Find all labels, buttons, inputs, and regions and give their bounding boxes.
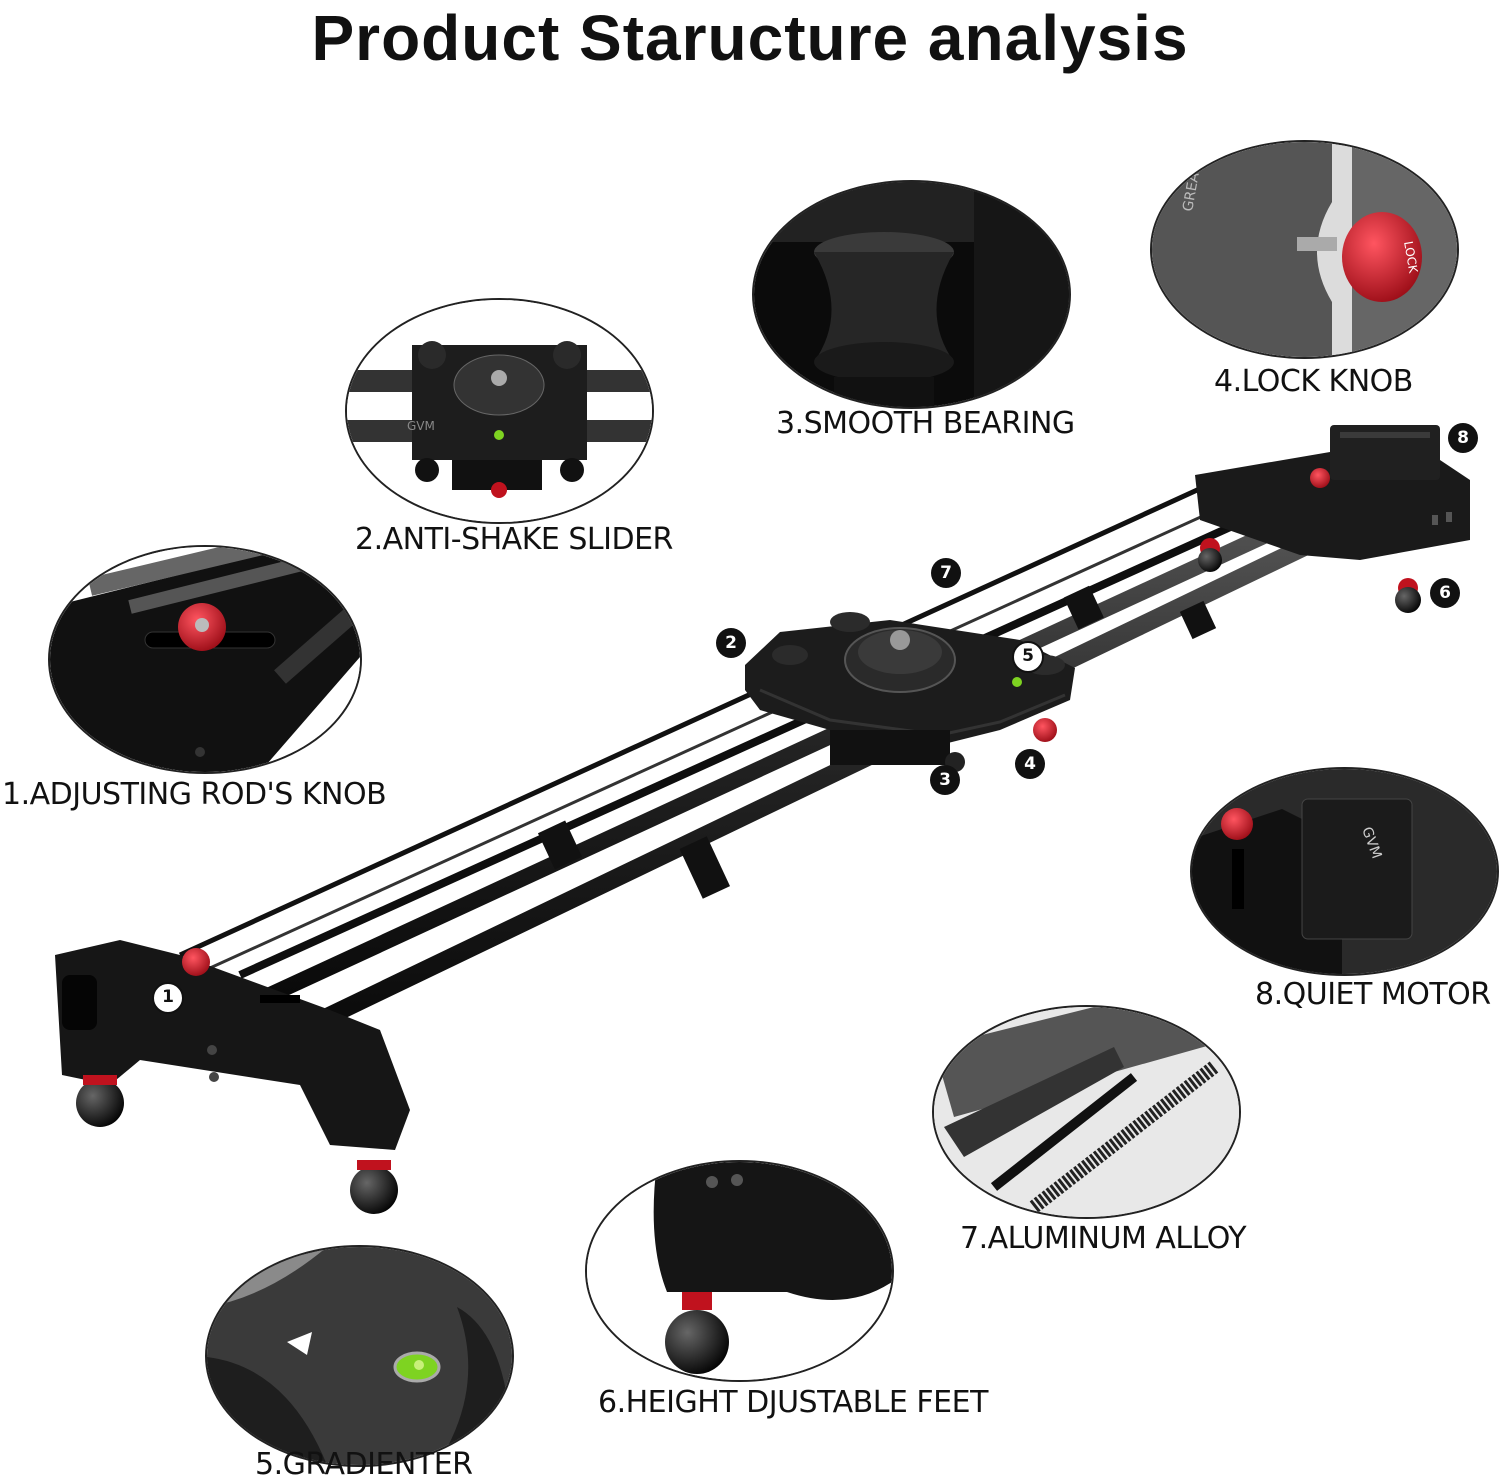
label-lock-knob: 4.LOCK KNOB	[1214, 364, 1413, 399]
label-gradienter: 5.GRADIENTER	[255, 1447, 473, 1482]
page-title: Product Staructure analysis	[311, 2, 1189, 74]
marker-7: 7	[931, 558, 961, 588]
detail-bubble-lock-knob: GREAT VIDEO MAKER LOCK	[1150, 140, 1459, 359]
label-adjustable-feet: 6.HEIGHT DJUSTABLE FEET	[598, 1385, 988, 1420]
brand-engraving: GVM	[407, 419, 435, 433]
detail-bubble-smooth-bearing	[752, 180, 1071, 409]
detail-bubble-anti-shake-slider: GVM	[345, 298, 654, 524]
marker-5: 5	[1012, 641, 1044, 673]
marker-6: 6	[1430, 578, 1460, 608]
label-aluminum-alloy: 7.ALUMINUM ALLOY	[960, 1221, 1247, 1256]
lock-engraving: LOCK	[1401, 240, 1421, 275]
label-anti-shake-slider: 2.ANTI-SHAKE SLIDER	[355, 522, 673, 557]
detail-bubble-quiet-motor: GVM	[1190, 767, 1499, 976]
detail-bubble-aluminum-alloy	[932, 1005, 1241, 1219]
label-adjusting-rod-knob: 1.ADJUSTING ROD'S KNOB	[2, 777, 387, 812]
motor-unit	[1195, 425, 1470, 613]
marker-2: 2	[716, 628, 746, 658]
marker-4: 4	[1015, 749, 1045, 779]
marker-3: 3	[930, 765, 960, 795]
detail-bubble-gradienter	[205, 1245, 514, 1467]
marker-8: 8	[1448, 423, 1478, 453]
detail-bubble-rod-knob	[48, 545, 362, 774]
center-carriage	[745, 612, 1075, 772]
carbon-rods	[178, 472, 1359, 1039]
rod-supports	[537, 585, 1217, 899]
detail-bubble-adjustable-feet	[585, 1160, 894, 1382]
label-smooth-bearing: 3.SMOOTH BEARING	[776, 406, 1075, 441]
left-end-plate	[55, 940, 410, 1214]
label-quiet-motor: 8.QUIET MOTOR	[1255, 977, 1491, 1012]
marker-1: 1	[152, 982, 184, 1014]
